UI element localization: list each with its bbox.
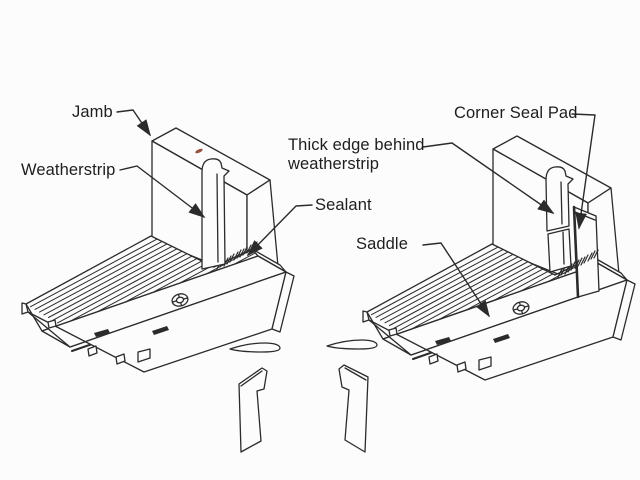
label-saddle: Saddle xyxy=(356,235,408,253)
right-weatherstrip-lower xyxy=(548,229,571,272)
leader-corner-seal-pad xyxy=(572,114,595,230)
label-weatherstrip: Weatherstrip xyxy=(21,161,116,179)
label-jamb: Jamb xyxy=(72,103,113,121)
corner-seal-pad-part-left xyxy=(239,368,267,452)
label-sealant: Sealant xyxy=(315,196,372,214)
left-weatherstrip xyxy=(202,159,229,269)
loose-parts xyxy=(230,339,378,452)
label-thick-edge: Thick edge behind weatherstrip xyxy=(288,136,425,174)
leader-thick-edge xyxy=(423,143,555,214)
label-corner-seal-pad: Corner Seal Pad xyxy=(454,104,578,122)
leader-lines xyxy=(117,110,595,318)
left-assembly xyxy=(22,127,321,372)
corner-seal-pad-installed xyxy=(574,207,599,297)
sealant-bead-part xyxy=(326,339,378,350)
sealant-bead-part xyxy=(230,343,280,352)
jamb-top-mark xyxy=(195,148,203,154)
leader-saddle xyxy=(423,243,490,318)
leader-jamb xyxy=(117,110,151,137)
leader-weatherstrip xyxy=(120,166,206,219)
leader-sealant xyxy=(246,205,312,257)
corner-seal-pad-part-right xyxy=(339,365,368,452)
right-weatherstrip-upper xyxy=(546,167,573,231)
